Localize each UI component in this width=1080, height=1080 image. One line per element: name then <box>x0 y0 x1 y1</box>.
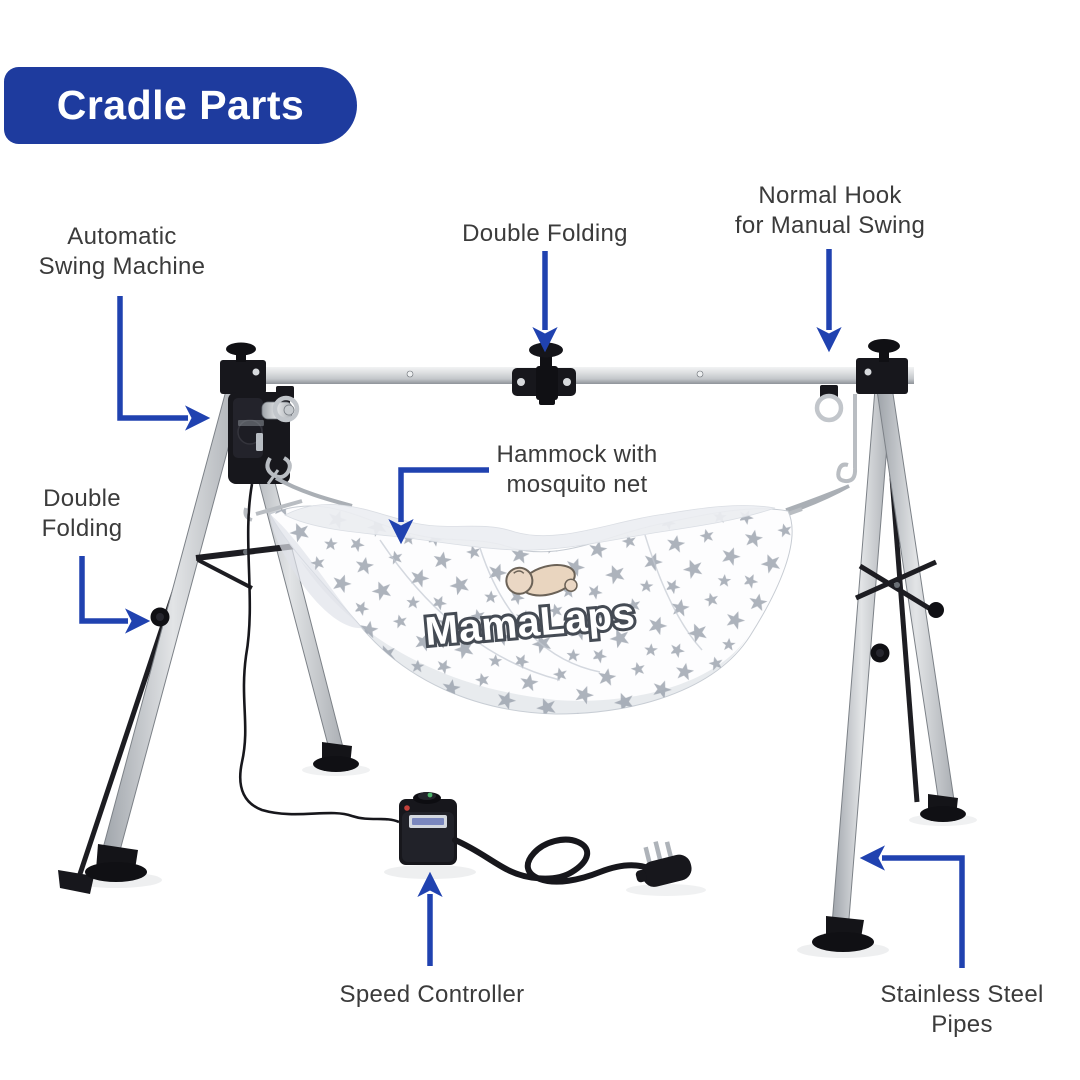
center-knob <box>529 342 563 358</box>
right-hanging-hook <box>747 385 858 526</box>
left-tripod <box>85 383 359 882</box>
right-top-knob <box>868 339 900 353</box>
label-double-folding-top: Double Folding <box>462 220 628 247</box>
arrow-stainless-steel-pipes <box>859 845 965 968</box>
center-folding-clamp <box>512 342 576 405</box>
mosquito-net <box>284 503 776 551</box>
hammock: MamaLaps <box>269 503 793 715</box>
label-double-folding-left: Double Folding <box>41 485 123 542</box>
left-corner-bracket <box>220 360 266 394</box>
right-folding-brace <box>854 559 938 601</box>
right-corner-bracket <box>856 358 908 394</box>
label-speed-controller: Speed Controller <box>339 981 525 1008</box>
annotation-arrows <box>79 249 965 968</box>
power-wire <box>239 483 400 824</box>
label-stainless-steel-pipes: Stainless Steel Pipes <box>880 981 1044 1038</box>
label-hammock: Hammock with mosquito net <box>496 441 658 498</box>
left-hanging-hook <box>243 386 353 522</box>
left-top-knob <box>226 342 256 356</box>
right-d-ring <box>814 393 844 423</box>
arrow-hammock <box>388 467 489 545</box>
arrow-automatic-swing-machine <box>117 296 211 431</box>
swing-machine <box>228 392 295 484</box>
top-bar <box>220 339 914 405</box>
arrow-double-folding-left <box>79 556 151 634</box>
right-tripod <box>812 390 966 952</box>
rear-foot-cap <box>58 870 94 894</box>
page-title: Cradle Parts <box>4 67 357 144</box>
power-plug <box>635 841 692 887</box>
label-automatic-swing-machine: Automatic Swing Machine <box>38 223 206 280</box>
left-d-ring <box>272 395 300 423</box>
label-normal-hook: Normal Hook for Manual Swing <box>734 182 926 239</box>
power-cable <box>452 836 651 885</box>
power-indicator-red <box>404 805 410 811</box>
speed-controller-assembly <box>239 483 692 887</box>
power-indicator-green <box>427 792 433 798</box>
